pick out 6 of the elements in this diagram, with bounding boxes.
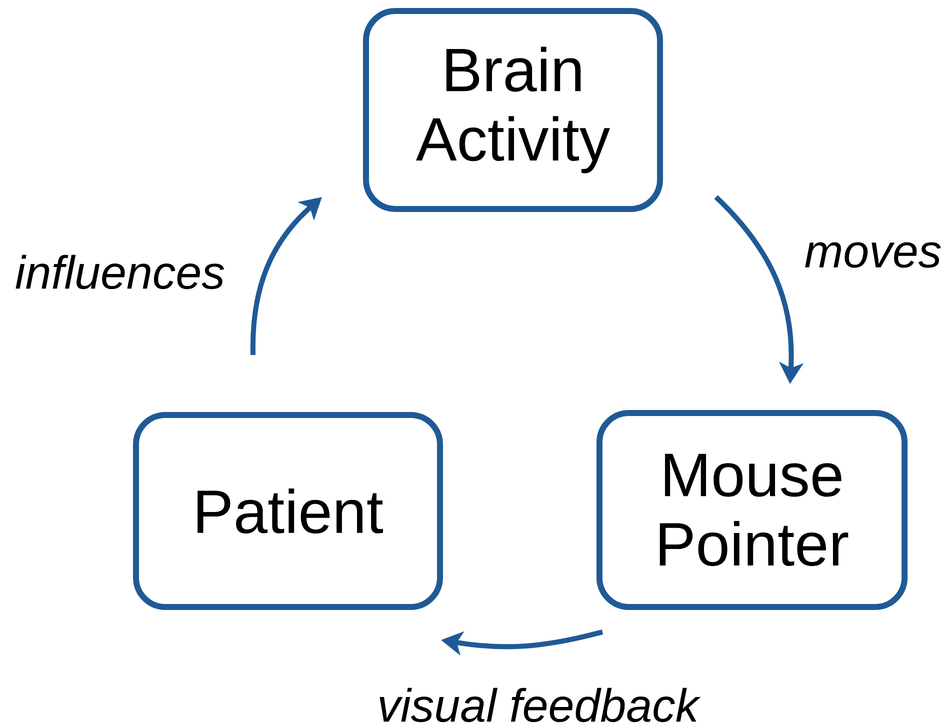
edge-label: visual feedback (380, 688, 701, 722)
process-box: Patient (133, 412, 443, 610)
edge-label: influences (16, 254, 224, 290)
edge-label: moves (805, 242, 941, 268)
process-box: Mouse Pointer (596, 410, 908, 610)
process-box: Brain Activity (363, 8, 663, 212)
